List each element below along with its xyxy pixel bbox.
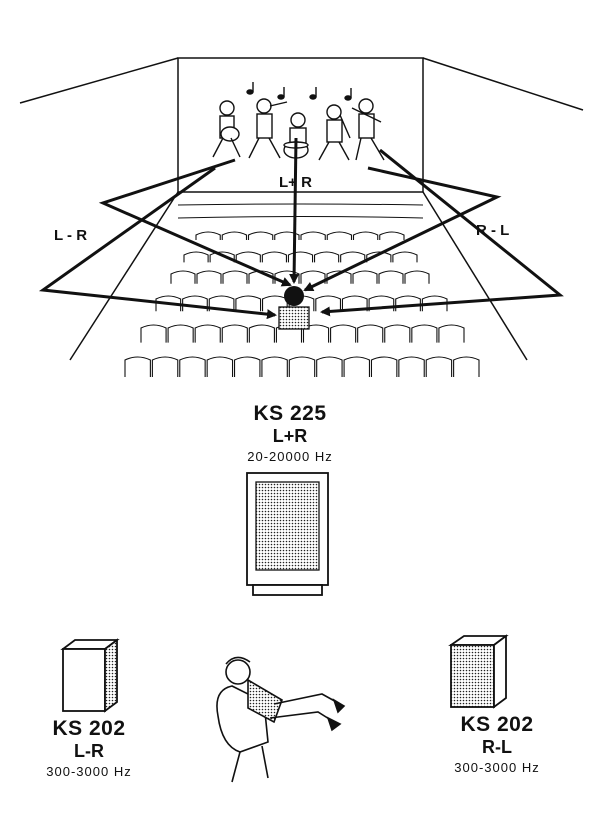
seat (221, 324, 248, 343)
seat (235, 251, 261, 263)
seat (370, 356, 398, 377)
seat (235, 295, 262, 312)
seat (300, 231, 326, 240)
musician-violinist (351, 98, 385, 161)
seat (425, 356, 453, 377)
seat (179, 356, 206, 377)
seat (247, 231, 274, 240)
relaxed-listener-armchair (216, 656, 346, 783)
seat (183, 251, 209, 263)
seat (182, 295, 208, 312)
right-speaker-frequency: 300-3000 Hz (454, 760, 540, 775)
right-speaker-channel: R-L (482, 737, 512, 757)
sound-path-arrows (38, 137, 564, 320)
label-right-path: R - L (476, 222, 509, 239)
seat (300, 270, 326, 284)
seat (287, 251, 314, 263)
seat (248, 324, 275, 343)
seat (340, 251, 366, 263)
band-musicians (212, 82, 385, 161)
seat (421, 295, 448, 312)
seat (155, 295, 182, 312)
seat (398, 356, 425, 377)
seat (167, 324, 194, 343)
seat (208, 295, 235, 312)
listener-in-audience (278, 286, 310, 330)
seat (395, 295, 421, 312)
audience-seats (124, 231, 480, 377)
center-speaker-model: KS 225 (253, 402, 327, 425)
seat (151, 356, 179, 377)
path-right-lower (320, 148, 564, 317)
right-speaker-cabinet (448, 634, 509, 709)
seat (206, 356, 234, 377)
seat (140, 324, 167, 343)
seat (453, 356, 480, 377)
right-speaker-label: KS 202 R-L 300-3000 Hz (432, 714, 562, 778)
seat (330, 324, 357, 343)
center-speaker-cabinet (246, 472, 329, 596)
music-notes-icon (246, 82, 352, 101)
seat (209, 251, 235, 263)
musician-clarinetist (318, 104, 351, 161)
seat (316, 356, 343, 377)
seat (170, 270, 196, 284)
seat (194, 324, 221, 343)
seat (404, 270, 430, 284)
seat (261, 356, 288, 377)
seat (379, 231, 405, 240)
left-speaker-frequency: 300-3000 Hz (46, 764, 132, 779)
seat (343, 356, 371, 377)
left-speaker-model: KS 202 (52, 717, 126, 740)
center-speaker-frequency: 20-20000 Hz (247, 449, 333, 464)
seat (352, 270, 378, 284)
musician-trumpeter (248, 98, 288, 159)
seat (124, 356, 151, 377)
seat (222, 270, 248, 284)
left-speaker-cabinet (60, 638, 120, 713)
seat (392, 251, 418, 263)
seat (326, 270, 352, 284)
center-speaker-label: KS 225 L+R 20-20000 Hz (224, 403, 356, 467)
seat (326, 231, 353, 240)
seat (384, 324, 411, 343)
path-right-upper (303, 166, 502, 292)
seat (378, 270, 404, 284)
seat (233, 356, 261, 377)
center-speaker-channel: L+R (272, 426, 308, 446)
seat (261, 251, 287, 263)
seat (352, 231, 379, 240)
seat (221, 231, 248, 240)
seat (288, 356, 316, 377)
seat (368, 295, 395, 312)
seat (438, 324, 465, 343)
path-left-lower (38, 166, 277, 320)
label-left-path: L - R (54, 227, 87, 244)
seat (315, 295, 342, 312)
seat (357, 324, 384, 343)
left-speaker-label: KS 202 L-R 300-3000 Hz (24, 718, 154, 782)
musician-guitarist (212, 100, 241, 158)
seat (341, 295, 368, 312)
right-speaker-model: KS 202 (460, 713, 534, 736)
path-left-upper (98, 158, 292, 287)
concert-hall (19, 57, 584, 361)
label-center-path: L+ R (279, 174, 312, 191)
seat (196, 270, 222, 284)
seat (411, 324, 438, 343)
path-center (289, 137, 300, 284)
left-speaker-channel: L-R (74, 741, 104, 761)
seat (195, 231, 221, 240)
seat (274, 231, 300, 240)
seat (366, 251, 392, 263)
seat (314, 251, 340, 263)
